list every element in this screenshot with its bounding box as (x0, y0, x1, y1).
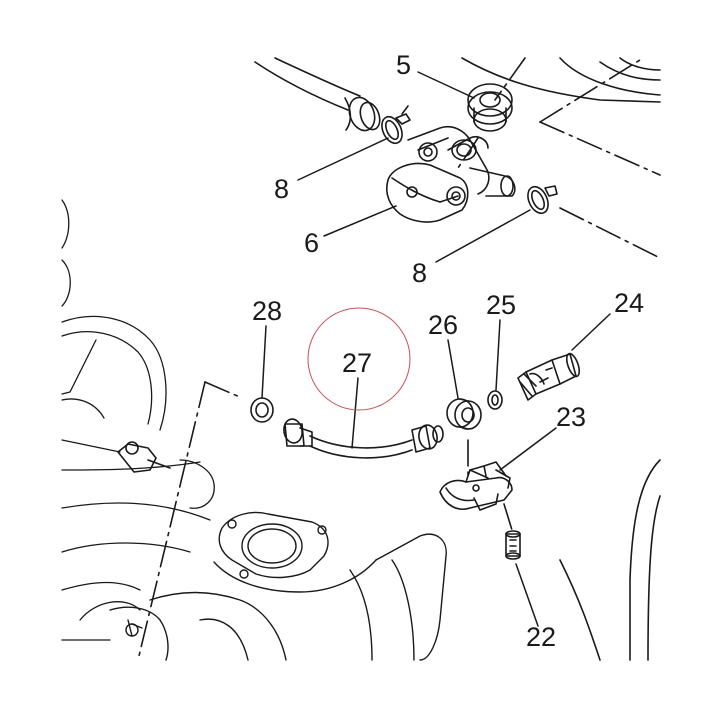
leader-27 (352, 378, 358, 448)
leader-6 (324, 206, 396, 236)
sensor-24 (518, 352, 582, 400)
hose-clamp-upper (378, 106, 410, 146)
left-bracket-bolt (118, 442, 170, 472)
centerline-lower (468, 440, 512, 530)
leader-24 (572, 314, 610, 350)
callout-27: 27 (342, 348, 372, 378)
callout-26: 26 (428, 310, 458, 340)
callout-5: 5 (396, 50, 411, 80)
temperature-sender-5 (468, 84, 512, 131)
callout-25: 25 (486, 290, 516, 320)
callout-6: 6 (304, 228, 319, 258)
callout-8-lower: 8 (412, 258, 427, 288)
callout-23: 23 (556, 402, 586, 432)
leader-22 (516, 564, 538, 626)
upper-hose (255, 58, 383, 134)
mounting-clip-23 (440, 462, 512, 510)
leader-28 (262, 326, 266, 398)
leader-23 (500, 428, 556, 470)
callout-8-upper: 8 (274, 174, 289, 204)
leader-26 (448, 340, 458, 398)
centerline-upper (458, 58, 660, 258)
callout-24: 24 (614, 288, 644, 318)
leader-8b (436, 210, 530, 262)
centerline-left (138, 382, 242, 660)
thermostat-housing (387, 127, 515, 222)
highlight-circle (307, 307, 411, 411)
engine-block-left (62, 200, 214, 640)
leader-lines (262, 72, 610, 626)
engine-cover-upper (462, 58, 660, 102)
intake-manifold (110, 513, 446, 660)
hose-clamp-lower (524, 184, 557, 217)
leader-25 (496, 320, 500, 390)
engine-cover-right (560, 460, 660, 660)
bolt-22 (506, 531, 520, 559)
callout-28: 28 (252, 296, 282, 326)
callout-labels: 5 8 6 8 28 27 26 25 24 23 22 (252, 50, 644, 652)
leader-8a (298, 138, 388, 180)
o-ring-25 (488, 391, 502, 409)
rubber-grommet-26 (447, 399, 481, 429)
leader-5 (418, 72, 474, 98)
callout-22: 22 (526, 622, 556, 652)
breather-pipe-27 (282, 418, 443, 458)
sealing-washer-28 (251, 398, 273, 422)
